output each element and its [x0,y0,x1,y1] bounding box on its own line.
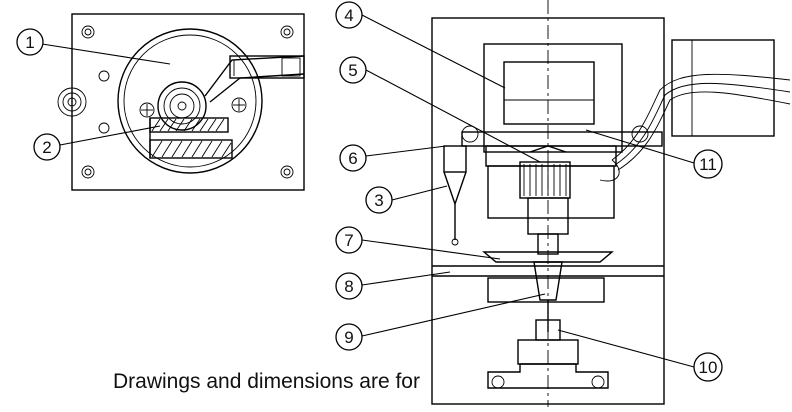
callout-9-label: 9 [344,328,353,347]
callout-3: 3 [365,186,393,214]
hatched-bar [149,117,233,159]
callout-6: 6 [339,144,367,172]
base-foot [487,363,609,389]
callout-10: 10 [693,352,723,382]
knurled-nut [519,161,571,199]
callout-6-label: 6 [348,149,357,168]
housing-outline [431,17,665,405]
callout-8: 8 [335,272,363,300]
callout-10-label: 10 [699,358,718,377]
top-view-plate [71,13,305,191]
plate-screws [461,125,649,143]
callout-7-label: 7 [344,231,353,250]
callout-5: 5 [339,56,367,84]
magnet-frame [483,43,623,153]
callout-2-label: 2 [42,138,51,157]
callout-4: 4 [335,1,363,29]
knob [57,87,87,117]
needle-holder [443,145,467,173]
disclaimer-text: Drawings and dimensions are for [113,370,420,393]
drum-outline [117,28,263,174]
callout-8-label: 8 [344,277,353,296]
callout-2: 2 [33,133,61,161]
callout-1: 1 [16,28,44,56]
callout-9: 9 [335,323,363,351]
callout-11: 11 [693,149,723,179]
callout-4-label: 4 [344,6,353,25]
leader-lines [41,14,695,368]
side-block [671,39,775,137]
callout-1-label: 1 [25,33,34,52]
mounting-holes [81,25,294,179]
callout-7: 7 [335,226,363,254]
body [487,165,615,219]
cap [529,145,567,153]
disc [482,251,614,263]
callout-11-label: 11 [699,155,717,174]
bracket [204,55,305,103]
section-view [431,0,791,407]
callout-5-label: 5 [348,61,357,80]
magnet [503,61,595,125]
sub-plate [485,145,617,167]
top-view [57,13,305,191]
lower-block [487,277,605,303]
callout-3-label: 3 [374,191,383,210]
screws [139,97,247,118]
needle-tip [443,171,467,207]
